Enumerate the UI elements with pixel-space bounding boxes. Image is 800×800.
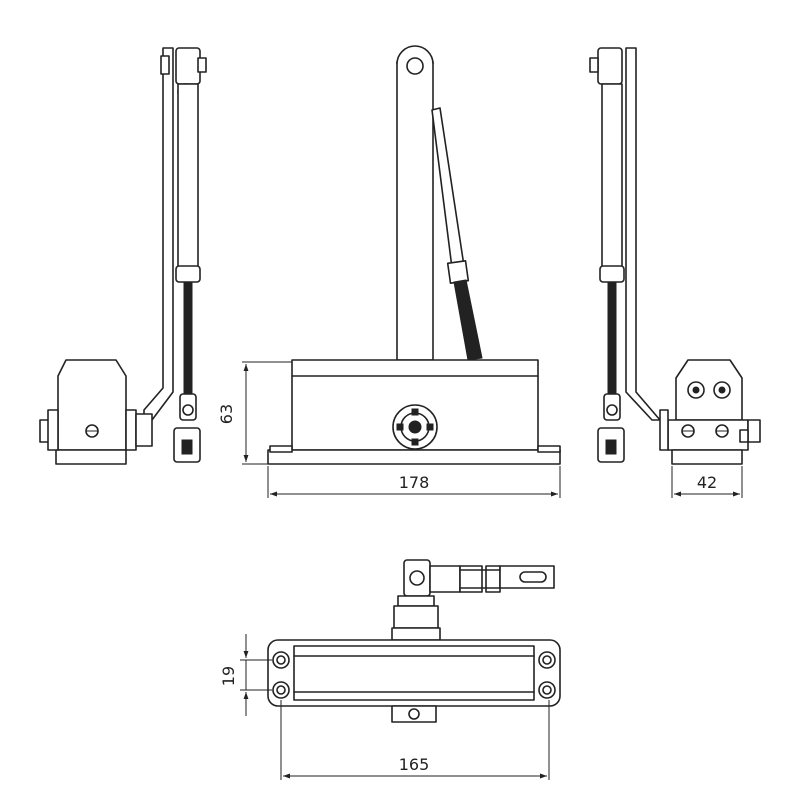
top-view (240, 559, 561, 780)
dimension-length-label: 165 (399, 755, 430, 774)
dimension-spacing-label: 19 (219, 666, 238, 686)
dimension-height-label: 63 (217, 404, 236, 424)
left-side-view (39, 47, 207, 465)
right-side-view (589, 47, 761, 498)
dimension-width-label: 178 (399, 473, 430, 492)
front-view (242, 45, 561, 498)
dimension-depth-label: 42 (697, 473, 717, 492)
